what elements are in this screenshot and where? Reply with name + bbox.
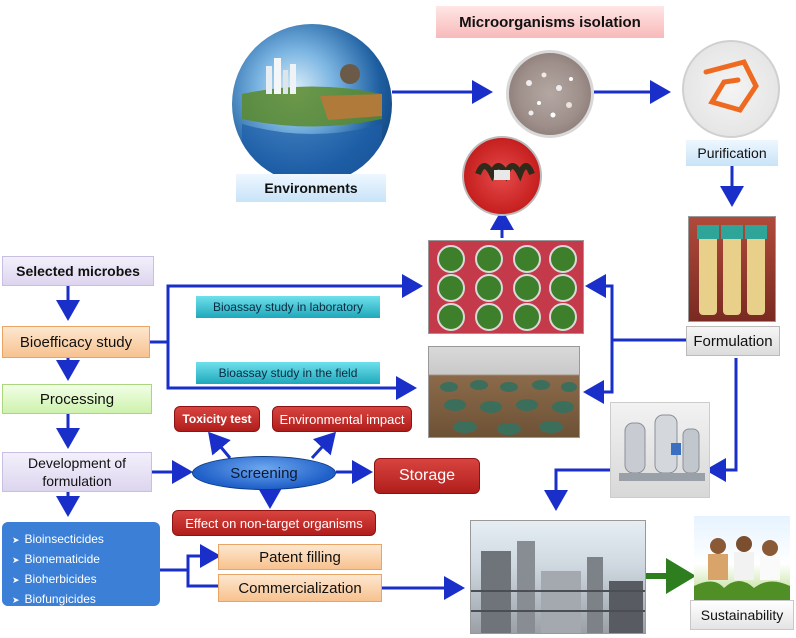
bullet-arrow-icon: ➤ bbox=[12, 555, 20, 565]
microorganisms-isolation-label: Microorganisms isolation bbox=[436, 6, 664, 38]
arrow-formulation-to-lab bbox=[585, 274, 688, 342]
bioassay-field-photo bbox=[428, 346, 580, 438]
formulation-label: Formulation bbox=[686, 326, 780, 356]
product-name: Bioherbicides bbox=[24, 572, 97, 586]
isolation-petri-dish-image bbox=[506, 50, 594, 138]
bullet-arrow-icon: ➤ bbox=[12, 595, 20, 605]
storage-label: Storage bbox=[374, 458, 480, 494]
environments-globe-image bbox=[232, 24, 392, 184]
development-of-formulation-line1: Development of bbox=[27, 455, 127, 471]
product-item: ➤ Bionematicide bbox=[12, 550, 160, 570]
farmers-illustration bbox=[694, 516, 790, 612]
patent-filling-label: Patent filling bbox=[218, 544, 382, 570]
arrow-formulation-to-field bbox=[583, 340, 614, 404]
product-name: Bionematicide bbox=[24, 552, 100, 566]
arrow-products-to-patent bbox=[160, 544, 221, 572]
toxicity-test-label: Toxicity test bbox=[174, 406, 260, 432]
bioassay-laboratory-photo bbox=[428, 240, 584, 334]
purification-label: Purification bbox=[686, 140, 778, 166]
effect-non-target-label: Effect on non-target organisms bbox=[172, 510, 376, 536]
product-item: ➤ Bioherbicides bbox=[12, 570, 160, 590]
product-item: ➤ Biofungicides bbox=[12, 590, 160, 610]
arrow-formulation-to-equipment bbox=[705, 358, 738, 482]
environments-label: Environments bbox=[236, 174, 386, 202]
bioefficacy-study-label: Bioefficacy study bbox=[2, 326, 150, 358]
bullet-arrow-icon: ➤ bbox=[12, 535, 20, 545]
processing-label: Processing bbox=[2, 384, 152, 414]
bioassay-laboratory-label: Bioassay study in laboratory bbox=[196, 296, 380, 318]
bioassay-field-label: Bioassay study in the field bbox=[196, 362, 380, 384]
arrow-screening-to-env-impact bbox=[310, 431, 337, 460]
screening-label: Screening bbox=[192, 456, 336, 490]
development-of-formulation-label: Development of formulation bbox=[2, 452, 152, 492]
commercialization-label: Commercialization bbox=[218, 574, 382, 602]
processing-equipment-image bbox=[610, 402, 710, 498]
product-name: Bioinsecticides bbox=[24, 532, 104, 546]
leaf-dish-image bbox=[462, 136, 542, 216]
biopesticide-products-list: ➤ Bioinsecticides ➤ Bionematicide ➤ Bioherbic… bbox=[2, 522, 160, 606]
arrow-products-bracket bbox=[186, 570, 218, 588]
formulation-tubes-image bbox=[688, 216, 776, 322]
product-name: Biofungicides bbox=[24, 592, 96, 606]
selected-microbes-label: Selected microbes bbox=[2, 256, 154, 286]
factory-plant-image bbox=[470, 520, 646, 634]
arrow-equipment-to-factory bbox=[544, 468, 610, 511]
product-item: ➤ Bioinsecticides bbox=[12, 530, 160, 550]
development-of-formulation-line2: formulation bbox=[42, 473, 112, 489]
environmental-impact-label: Environmental impact bbox=[272, 406, 412, 432]
product-items: ➤ Bioinsecticides ➤ Bionematicide ➤ Bioherbic… bbox=[12, 530, 160, 610]
arrow-screening-to-toxicity bbox=[208, 431, 232, 459]
arrow-bioefficacy-to-field bbox=[150, 340, 417, 400]
bullet-arrow-icon: ➤ bbox=[12, 575, 20, 585]
sustainability-label: Sustainability bbox=[690, 600, 794, 630]
purification-petri-dish-image bbox=[682, 40, 780, 138]
